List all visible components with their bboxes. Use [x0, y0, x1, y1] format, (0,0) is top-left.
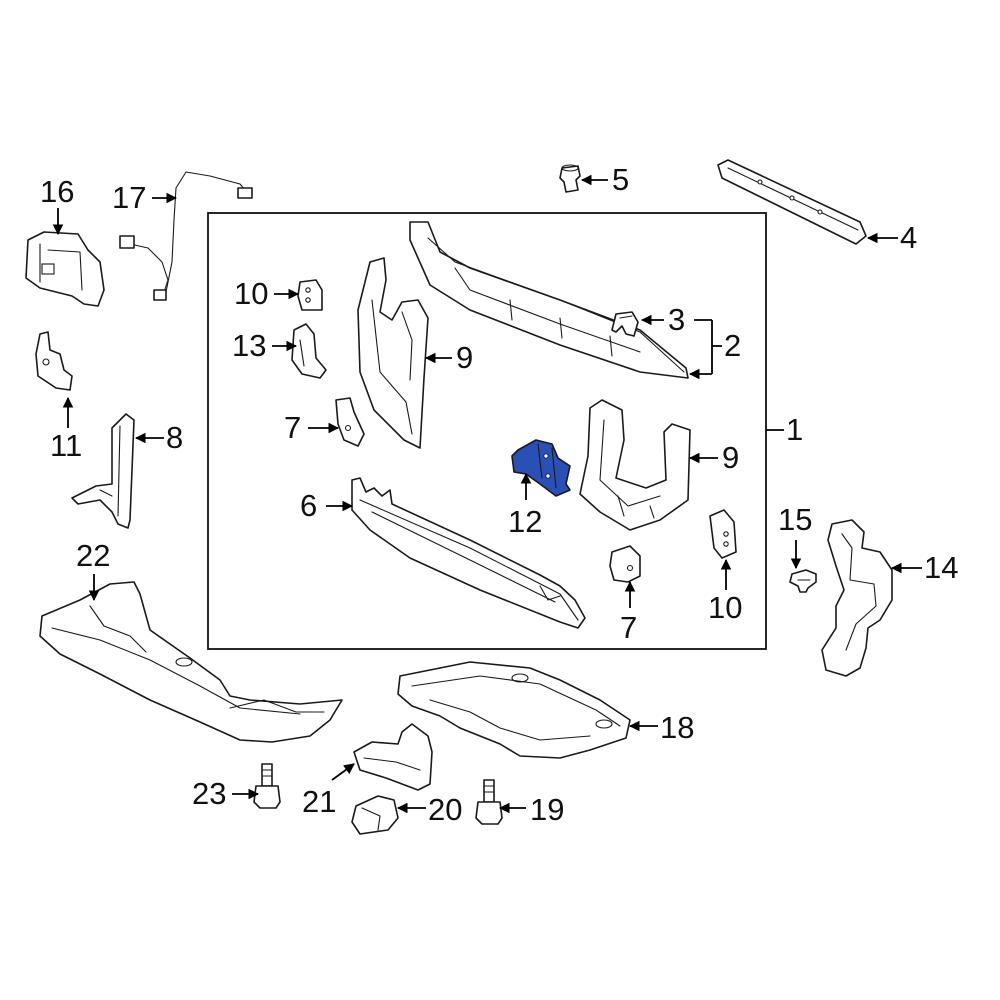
callout-18: 18: [660, 710, 694, 745]
upper-support-part[interactable]: [409, 221, 689, 379]
callout-labels: 1 2 3 4 5 6 7 7 8 9 9 10 10 11 12 13 14 …: [40, 162, 958, 827]
plug-part-5[interactable]: [559, 164, 581, 193]
clip-part-3[interactable]: [611, 311, 639, 337]
callout-10-lower: 10: [708, 590, 742, 625]
duct-part-21[interactable]: [353, 723, 433, 791]
module-part-16[interactable]: [25, 231, 105, 307]
callout-13: 13: [232, 328, 266, 363]
callout-14: 14: [924, 550, 958, 585]
callout-5: 5: [612, 162, 629, 197]
bolt-part-23[interactable]: [253, 763, 281, 809]
callout-9-left: 9: [456, 340, 473, 375]
callout-19: 19: [530, 792, 564, 827]
callout-20: 20: [428, 792, 462, 827]
bracket-part-11[interactable]: [35, 331, 73, 391]
callout-10-upper: 10: [234, 276, 268, 311]
deflector-part-4[interactable]: [717, 159, 867, 245]
bracket-part-10b[interactable]: [709, 509, 737, 559]
callout-4: 4: [900, 220, 917, 255]
side-member-part-9b[interactable]: [579, 399, 691, 531]
callout-11: 11: [50, 428, 82, 463]
wiring-harness-part-17[interactable]: [119, 171, 253, 301]
callout-7-left: 7: [284, 410, 301, 445]
callout-8: 8: [166, 420, 183, 455]
callout-6: 6: [300, 488, 317, 523]
air-guide-part-14[interactable]: [821, 519, 893, 677]
callout-7-right: 7: [620, 610, 637, 645]
leader-lines: [52, 174, 922, 814]
lower-support-part-6[interactable]: [351, 477, 586, 629]
callout-12: 12: [508, 504, 542, 539]
bracket-part-13[interactable]: [291, 323, 327, 379]
under-cover-part-22[interactable]: [39, 581, 343, 743]
bolt-part-19[interactable]: [475, 779, 503, 825]
callout-21: 21: [302, 784, 336, 819]
under-cover-part-18[interactable]: [397, 661, 631, 759]
bracket-part-10a[interactable]: [297, 279, 323, 311]
push-clip-part-15[interactable]: [789, 569, 817, 593]
callout-16: 16: [40, 174, 74, 209]
callout-17: 17: [112, 180, 146, 215]
callout-1: 1: [786, 412, 803, 447]
callout-22: 22: [76, 538, 110, 573]
side-member-part-9a[interactable]: [357, 257, 429, 449]
pillar-part-8[interactable]: [71, 413, 135, 529]
callout-9-right: 9: [722, 440, 739, 475]
bracket-part-7b[interactable]: [609, 545, 641, 583]
callout-2: 2: [724, 328, 741, 363]
bracket-part-20[interactable]: [351, 795, 399, 835]
callout-23: 23: [192, 776, 226, 811]
callout-15: 15: [778, 502, 812, 537]
highlighted-bracket-part-12[interactable]: [511, 439, 571, 497]
callout-3: 3: [668, 302, 685, 337]
